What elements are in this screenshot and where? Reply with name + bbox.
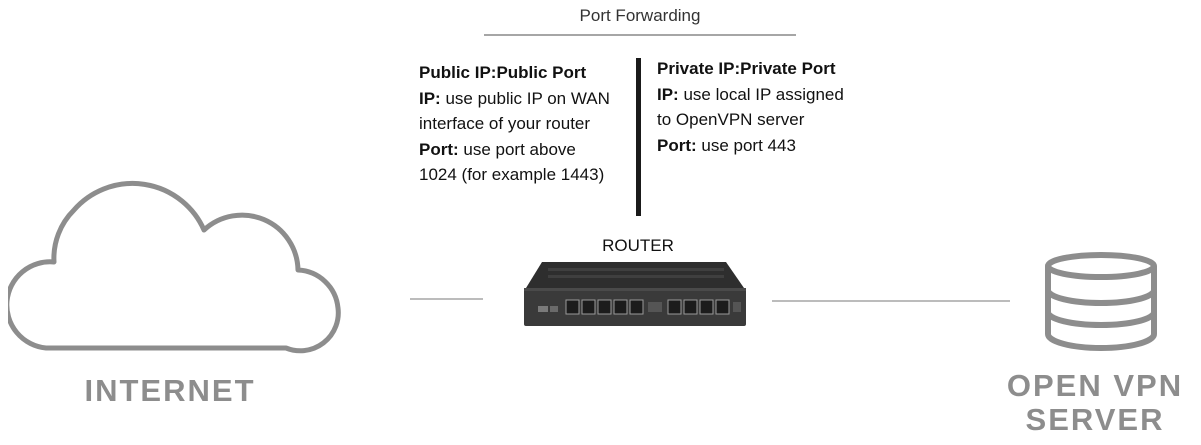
public-port-label: Port: — [419, 139, 459, 159]
private-ip-label: IP: — [657, 84, 679, 104]
nat-divider-line — [636, 58, 641, 216]
server-label: OPEN VPN SERVER — [990, 369, 1200, 437]
private-side-info: Private IP:Private Port IP: use local IP… — [657, 56, 844, 158]
private-port-text-1: use port 443 — [696, 135, 796, 155]
public-heading: Public IP:Public Port — [419, 63, 587, 82]
public-ip-label: IP: — [419, 88, 441, 108]
router-server-link — [772, 300, 1010, 302]
internet-label: INTERNET — [84, 373, 256, 408]
public-ip-text-1: use public IP on WAN — [440, 88, 610, 108]
diagram-title: Port Forwarding — [579, 6, 701, 25]
private-ip-text-2: to OpenVPN server — [657, 110, 805, 130]
server-label-line-2: SERVER — [1025, 402, 1165, 437]
public-side-info: Public IP:Public Port IP: use public IP … — [419, 60, 610, 188]
private-heading: Private IP:Private Port — [657, 59, 836, 78]
database-server-icon — [1045, 252, 1157, 351]
public-port-text-1: use port above — [458, 139, 576, 159]
server-label-line-1: OPEN VPN — [1006, 368, 1184, 403]
private-port-label: Port: — [657, 135, 697, 155]
router-label: ROUTER — [602, 236, 674, 255]
public-ip-text-2: interface of your router — [419, 114, 591, 134]
router-icon — [524, 262, 746, 326]
private-ip-text-1: use local IP assigned — [678, 84, 844, 104]
cloud-icon — [8, 180, 341, 354]
internet-router-link — [410, 298, 483, 300]
title-underline — [484, 34, 796, 36]
public-port-text-2: 1024 (for example 1443) — [419, 165, 605, 185]
